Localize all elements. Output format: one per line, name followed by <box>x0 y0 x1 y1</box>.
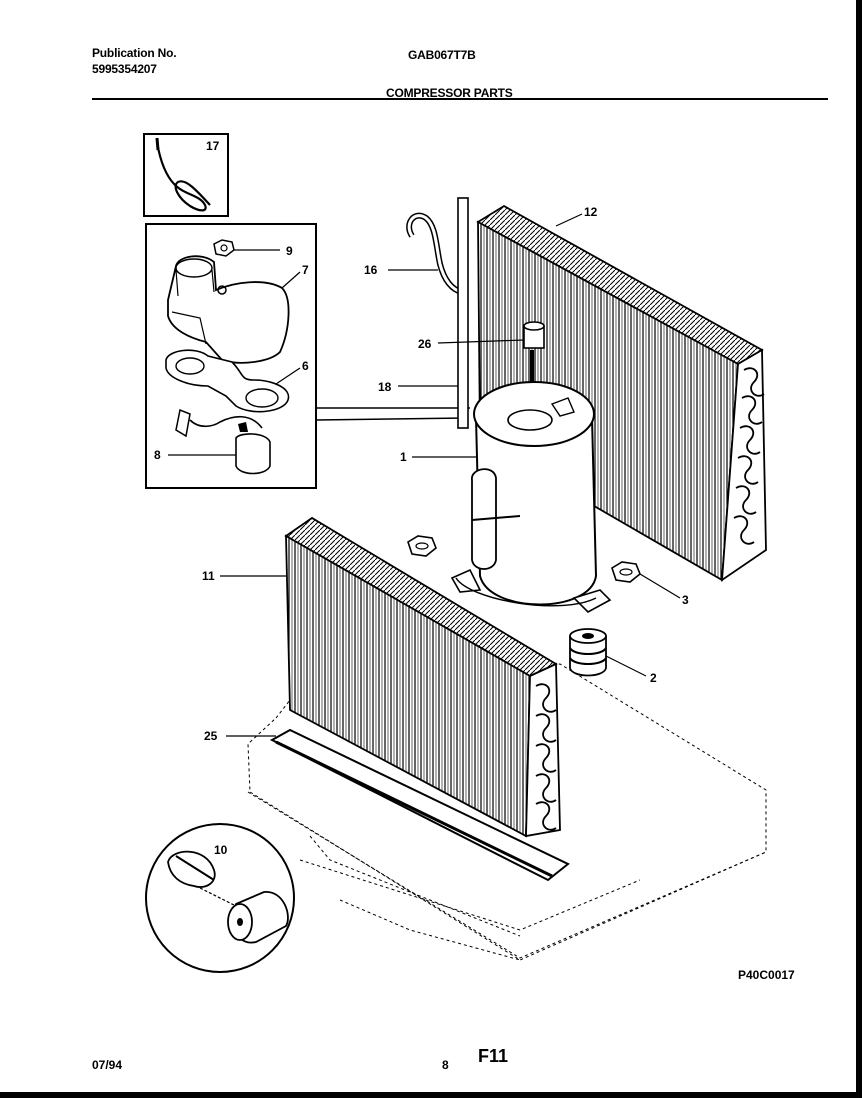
footer-date: 07/94 <box>92 1058 123 1072</box>
evaporator-coil-11 <box>284 516 561 838</box>
header-rule <box>92 98 828 100</box>
compressor-1 <box>450 381 612 613</box>
callout-25: 25 <box>204 729 218 743</box>
callout-8: 8 <box>154 448 161 462</box>
callout-1: 1 <box>400 450 407 464</box>
page-number: 8 <box>442 1058 449 1072</box>
grommet-2 <box>569 628 607 677</box>
callout-6: 6 <box>302 359 309 373</box>
callout-18: 18 <box>378 380 392 394</box>
page-reference: F11 <box>478 1046 509 1066</box>
callout-17: 17 <box>206 139 220 153</box>
seal-strip-25 <box>269 728 570 882</box>
callout-16: 16 <box>364 263 378 277</box>
condenser-coil-12 <box>476 204 767 582</box>
section-title: COMPRESSOR PARTS <box>386 86 513 100</box>
tubing-16 <box>406 212 463 295</box>
nut-3-left <box>407 535 437 557</box>
publication-label: Publication No. <box>92 46 177 60</box>
callout-12: 12 <box>584 205 598 219</box>
tubing-18 <box>457 197 469 429</box>
terminal-cover-7 <box>167 255 290 364</box>
callout-9: 9 <box>286 244 293 258</box>
publication-number: 5995354207 <box>92 62 157 76</box>
callout-11: 11 <box>202 569 215 583</box>
gasket-6 <box>165 349 290 413</box>
nut-3-right <box>611 561 641 583</box>
detail-circle-10 <box>145 823 295 973</box>
callout-3: 3 <box>682 593 689 607</box>
figure-code: P40C0017 <box>738 968 795 982</box>
callout-7: 7 <box>302 263 309 277</box>
callout-10: 10 <box>214 843 228 857</box>
base-pan <box>247 663 767 961</box>
model-number: GAB067T7B <box>408 48 476 62</box>
callout-26: 26 <box>418 337 432 351</box>
inset-17-box <box>143 133 229 217</box>
inset-terminal-box <box>145 223 317 489</box>
callout-2: 2 <box>650 671 657 685</box>
nut-9 <box>213 239 235 257</box>
overload-8 <box>175 408 271 475</box>
